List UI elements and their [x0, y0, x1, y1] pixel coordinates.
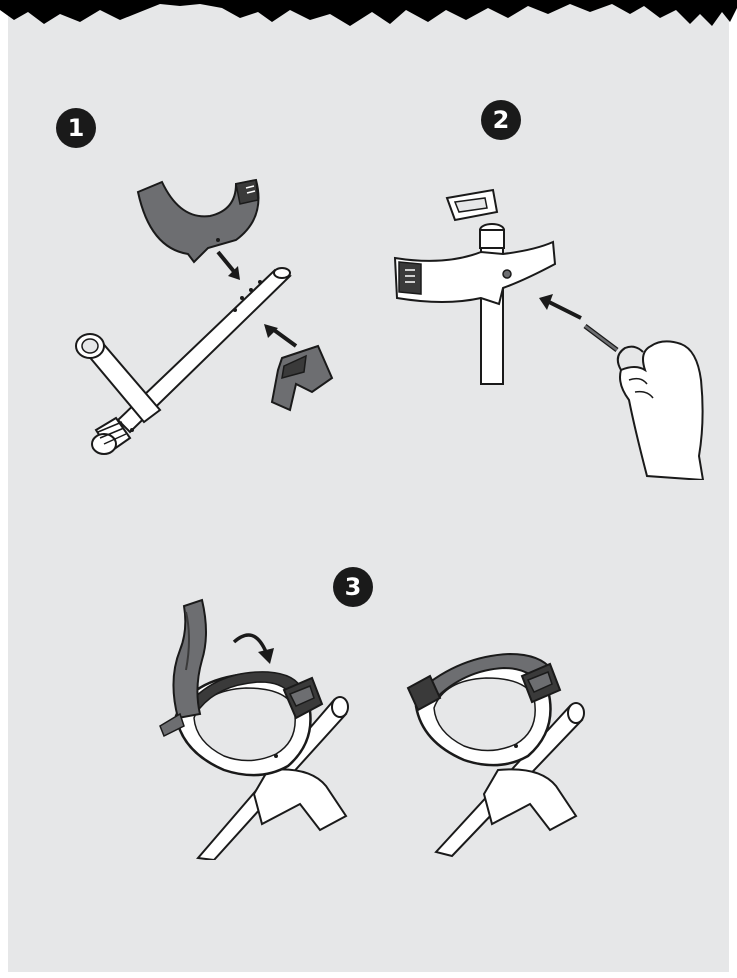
fold-arrow-icon — [234, 635, 274, 664]
step-badge-1: 1 — [56, 108, 96, 148]
insert-arrow-icon — [264, 324, 296, 346]
crutch-tube-icon — [76, 268, 290, 454]
insert-arrow-icon — [218, 252, 240, 280]
insert-arrow-icon — [539, 294, 581, 318]
cuff-on-tube-icon — [395, 190, 555, 384]
forearm-cuff-icon — [138, 180, 259, 262]
step-3-left-illustration — [150, 590, 380, 860]
hand-icon — [618, 341, 703, 480]
step-3-right-illustration — [400, 640, 610, 860]
step-number-1: 1 — [68, 114, 85, 142]
step-1-illustration — [60, 170, 360, 470]
handle-clip-icon — [272, 346, 332, 410]
hex-key-icon — [585, 326, 617, 350]
cuff-strap-closed-icon — [408, 654, 584, 856]
torn-edge-decoration — [0, 0, 737, 30]
step-number-2: 2 — [493, 106, 510, 134]
step-badge-2: 2 — [481, 100, 521, 140]
step-2-illustration — [385, 180, 705, 480]
cuff-strap-open-icon — [160, 600, 348, 860]
